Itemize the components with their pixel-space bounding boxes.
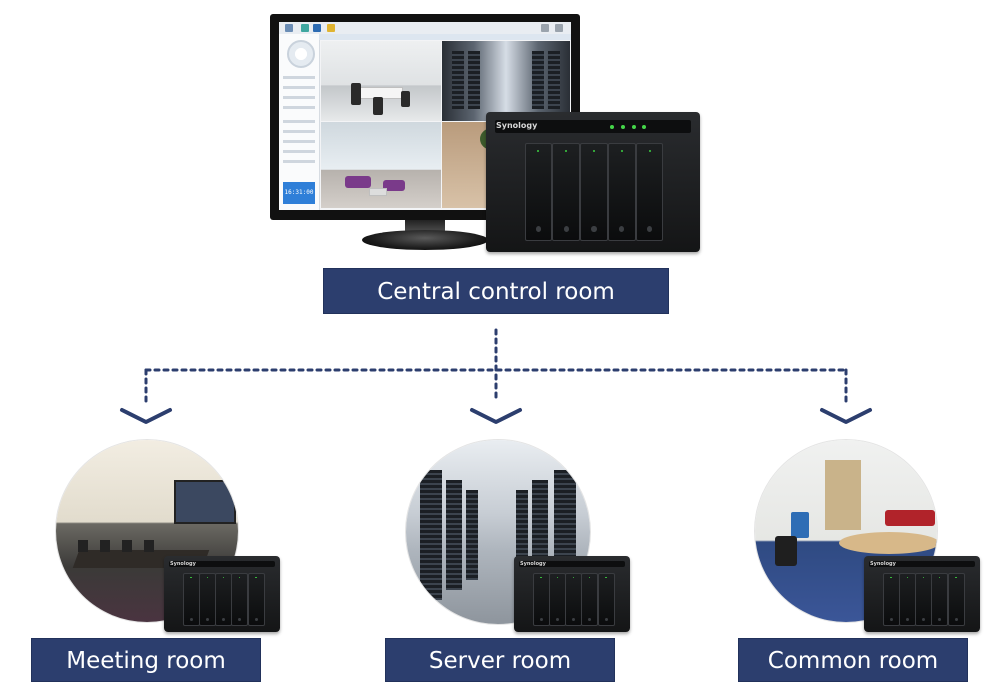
server-room-label: Server room xyxy=(385,638,615,682)
camera-feed-office xyxy=(321,41,441,121)
chevron-down-icon xyxy=(470,408,522,424)
nas-brand-logo: Synology xyxy=(496,121,538,130)
central-control-room-label: Central control room xyxy=(323,268,669,314)
common-room-label: Common room xyxy=(738,638,968,682)
chevron-down-icon xyxy=(820,408,872,424)
nas-brand-logo: Synology xyxy=(870,561,896,567)
nas-device-server: Synology xyxy=(514,556,630,632)
nas-brand-logo: Synology xyxy=(520,561,546,567)
screen-title-bar xyxy=(319,34,571,40)
chevron-down-icon xyxy=(120,408,172,424)
camera-feed-lounge xyxy=(321,122,441,208)
monitor-stand xyxy=(362,230,488,250)
surveillance-screen: 16:31:00 xyxy=(279,22,571,210)
meeting-room-label: Meeting room xyxy=(31,638,261,682)
ptz-dial-icon xyxy=(287,40,315,68)
nas-device-central: Synology xyxy=(486,112,700,252)
screen-clock: 16:31:00 xyxy=(283,182,315,204)
screen-sidebar: 16:31:00 xyxy=(279,34,320,210)
camera-feed-datacenter xyxy=(442,41,570,121)
nas-device-meeting: Synology xyxy=(164,556,280,632)
nas-device-common: Synology xyxy=(864,556,980,632)
nas-brand-logo: Synology xyxy=(170,561,196,567)
